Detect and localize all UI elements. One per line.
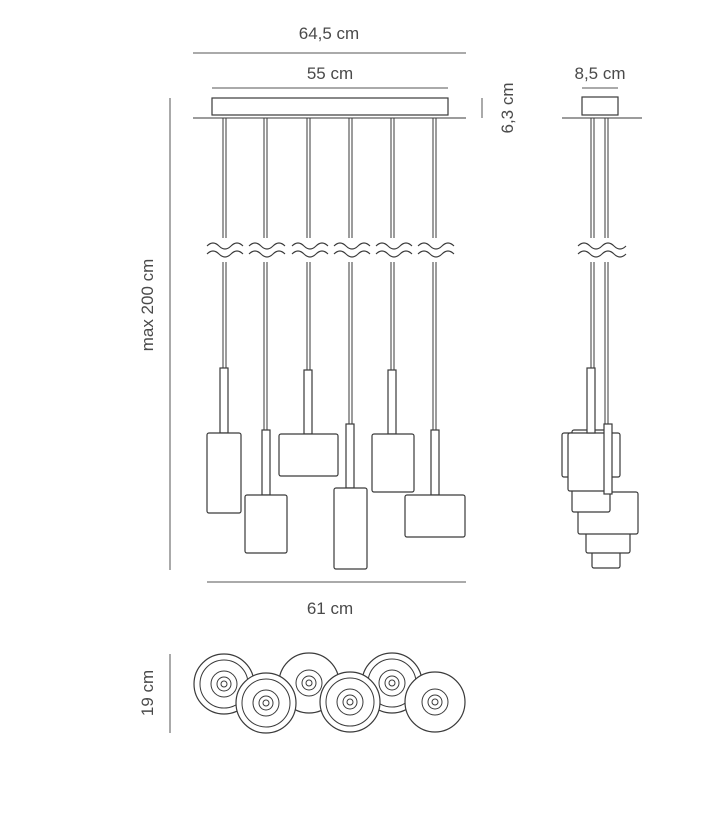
shade-top-4 [319,671,381,733]
pendant-2 [244,118,288,554]
front-view: 64,5 cm 55 cm 6,3 cm max 200 cm 61 cm [138,24,517,618]
canopy-side-width-label: 8,5 cm [574,64,625,83]
top-view-depth-label: 19 cm [138,670,157,716]
top-view: 19 cm [138,652,466,734]
side-view: 8,5 cm [561,64,642,569]
max-height-label: max 200 cm [138,259,157,352]
side-shades [561,367,639,569]
pendant-3 [278,118,339,477]
pendant-5 [371,118,415,493]
pendant-4 [333,118,368,570]
shade-top-2 [235,672,297,734]
canopy-height-label: 6,3 cm [498,82,517,133]
canopy [211,97,449,116]
lamps-width-label: 61 cm [307,599,353,618]
shade-top-6 [404,671,466,733]
pendant-1 [206,118,242,514]
side-canopy [581,96,619,116]
side-break-mask [576,238,626,262]
pendant-6 [404,118,466,538]
cable-break-symbols [205,238,455,262]
total-width-label: 64,5 cm [299,24,359,43]
canopy-width-label: 55 cm [307,64,353,83]
